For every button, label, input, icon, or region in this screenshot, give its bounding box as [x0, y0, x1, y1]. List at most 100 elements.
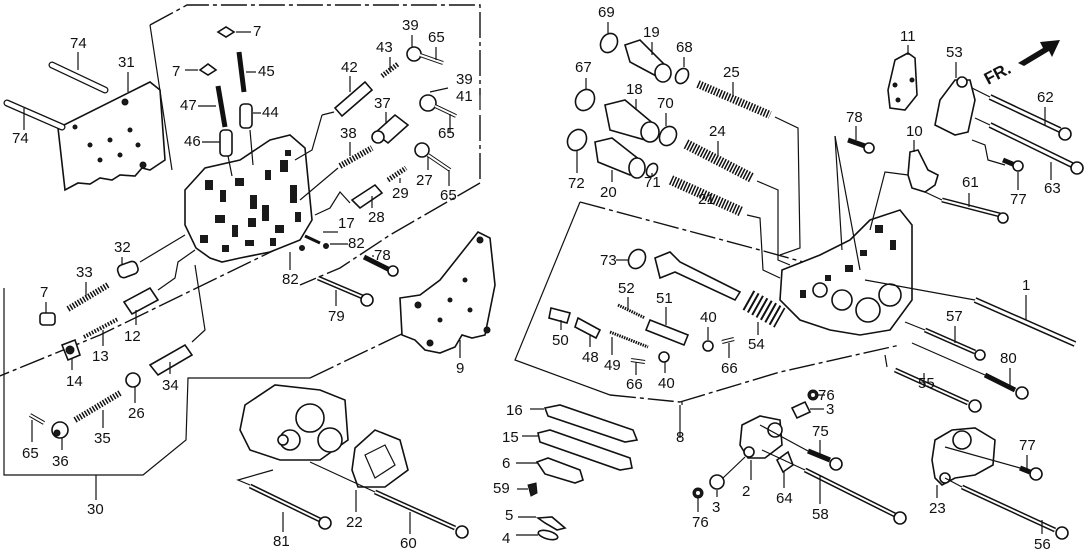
part-number-label: 42 [341, 59, 358, 76]
callout-69: 69 [598, 4, 615, 33]
part-number-label: 22 [346, 514, 363, 531]
bolt-81 [236, 469, 332, 530]
part-number-label: 37 [374, 95, 391, 112]
part-number-label: 12 [124, 328, 141, 345]
dowel-pin-74-upper [48, 61, 109, 94]
plug-27 [414, 142, 430, 158]
bolt-60 [309, 461, 469, 539]
callout-74: 74 [70, 35, 87, 70]
part-number-label: 65 [438, 125, 455, 142]
part-number-label: 18 [626, 81, 643, 98]
callout-63: 63 [1044, 162, 1061, 197]
callout-71: 71 [644, 173, 661, 191]
part-number-label: 76 [692, 514, 709, 531]
callout-61: 61 [962, 174, 979, 207]
valve-37 [371, 113, 410, 145]
o-ring-70 [658, 125, 678, 147]
spring-21 [668, 175, 781, 279]
part-number-label: 50 [552, 332, 569, 349]
part-number-label: 33 [76, 264, 93, 281]
o-ring-69 [599, 32, 619, 54]
part-number-label: 62 [1037, 89, 1054, 106]
callout-3: 3 [712, 490, 720, 516]
bolt-55 [884, 354, 982, 413]
roll-pin-66-left [630, 358, 646, 364]
callout-77: 77 [1019, 437, 1036, 470]
part-number-label: 40 [700, 309, 717, 326]
callout-52: 52 [618, 280, 635, 310]
part-number-label: 66 [626, 376, 643, 393]
callout-38: 38 [340, 125, 357, 156]
part-number-label: 29 [392, 185, 409, 202]
part-number-label: 80 [1000, 350, 1017, 367]
nut-76-upper [807, 389, 819, 401]
cover-plate-11 [887, 52, 918, 111]
part-number-label: 7 [40, 284, 48, 301]
spring-35 [73, 390, 122, 423]
callout-17: 17 [323, 215, 355, 233]
valve-12 [122, 249, 196, 316]
spring-17 [304, 234, 321, 245]
callout-56: 56 [1034, 520, 1051, 553]
callout-75: 75 [812, 423, 829, 457]
plug-40-upper [702, 340, 714, 352]
part-number-label: 58 [812, 506, 829, 523]
callout-62: 62 [1037, 89, 1054, 125]
spring-25 [696, 80, 801, 256]
spring-49 [609, 330, 649, 349]
callout-5: 5 [505, 507, 536, 524]
part-number-label: 34 [162, 377, 179, 394]
callout-78: 78 [846, 109, 863, 140]
nut-76-lower [692, 487, 704, 499]
part-number-label: 27 [416, 172, 433, 189]
callout-60: 60 [400, 512, 417, 552]
part-number-label: 81 [273, 533, 290, 550]
solenoid-assembly-53 [934, 76, 1006, 166]
callout-19: 19 [643, 24, 660, 55]
part-number-label: 20 [600, 184, 617, 201]
part-number-label: 57 [946, 308, 963, 325]
valve-46 [219, 129, 233, 177]
callout-44: 44 [253, 104, 279, 121]
bolt-56 [944, 477, 1069, 540]
part-number-label: 45 [258, 63, 275, 80]
callout-10: 10 [906, 123, 923, 152]
part-number-label: 48 [582, 349, 599, 366]
callout-81: 81 [273, 512, 290, 550]
bolt-79 [317, 275, 374, 307]
valve-34 [148, 264, 206, 377]
part-number-label: 6 [502, 455, 510, 472]
front-label: FR. [981, 59, 1014, 89]
housing-2 [739, 415, 783, 459]
callout-16: 16 [506, 402, 544, 419]
part-number-label: 46 [184, 133, 201, 150]
bolt-75 [759, 424, 843, 471]
callout-9: 9 [456, 340, 464, 377]
secondary-valve-body [779, 209, 913, 336]
part-number-label: 28 [368, 209, 385, 226]
callout-14: 14 [66, 358, 83, 390]
part-number-label: 21 [698, 191, 715, 208]
o-ring-73 [627, 248, 647, 270]
cap-14 [60, 338, 81, 362]
valve-28 [314, 183, 384, 216]
part-number-label: 69 [598, 4, 615, 21]
fitting-3-lower [709, 456, 746, 490]
callout-27: 27 [416, 157, 433, 189]
part-number-label: 14 [66, 373, 83, 390]
leader-line [429, 87, 449, 93]
part-number-label: 59 [493, 480, 510, 497]
spring-38 [299, 145, 374, 201]
part-number-label: 67 [575, 59, 592, 76]
front-arrow-icon [1018, 40, 1060, 66]
callout-48: 48 [582, 335, 599, 366]
plug-36 [51, 421, 69, 439]
callout-35: 35 [94, 410, 111, 447]
callout-53: 53 [946, 44, 963, 78]
part-number-label: 53 [946, 44, 963, 61]
callout-47: 47 [180, 97, 216, 114]
callout-50: 50 [552, 320, 569, 349]
callout-64: 64 [776, 472, 793, 507]
part-number-label: 5 [505, 507, 513, 524]
